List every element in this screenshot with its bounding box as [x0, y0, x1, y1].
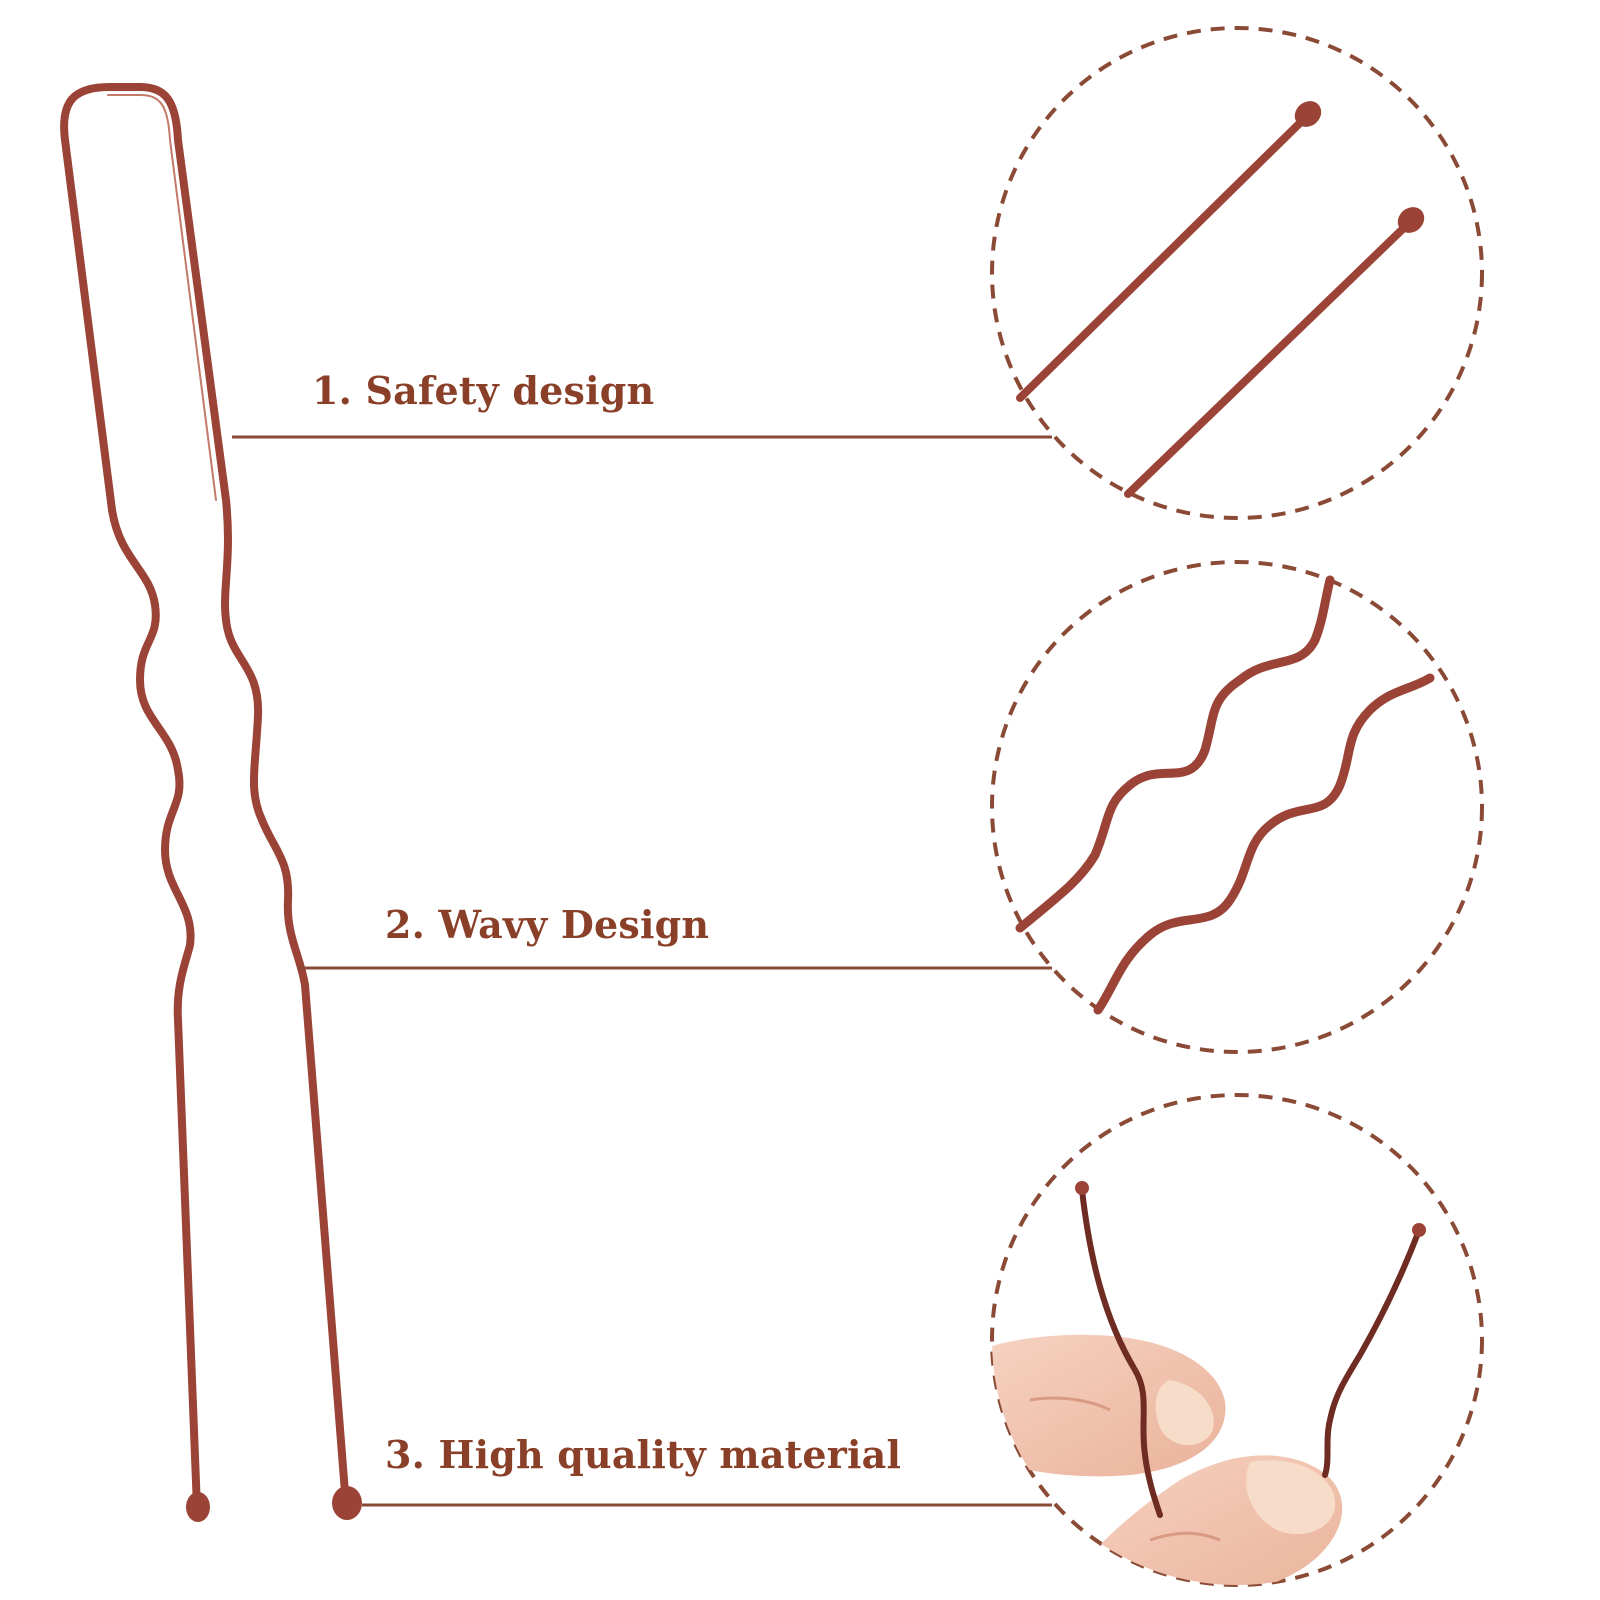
- dashed-circle-2: [990, 560, 1484, 1054]
- zoom-circle-material: [990, 1093, 1484, 1587]
- finger-lower-nail: [1246, 1460, 1336, 1535]
- feature-label-high-quality-material: 3. High quality material: [385, 1432, 902, 1477]
- zoom2-wavy-leg-b: [1093, 673, 1435, 1015]
- hairpin-highlight: [107, 94, 217, 501]
- zoom3-ball-tip-right: [1412, 1223, 1426, 1237]
- feature-label-wavy-design: 2. Wavy Design: [385, 902, 710, 947]
- zoom2-wavy-leg-a: [1015, 575, 1335, 933]
- main-hairpin-illustration: [60, 83, 362, 1522]
- dashed-circle-1: [990, 26, 1484, 520]
- zoom-circle-safety-tips: [990, 26, 1484, 520]
- zoom3-ball-tip-left: [1075, 1181, 1089, 1195]
- fingers-photo-area: [992, 1334, 1343, 1585]
- hairpin-tip-right: [332, 1486, 362, 1520]
- zoom1-ball-tip-b: [1397, 207, 1425, 233]
- finger-crease: [1029, 1396, 1111, 1412]
- finger-upper-nail: [1155, 1380, 1214, 1446]
- zoom3-pin-leg-left: [1079, 1187, 1163, 1518]
- finger-crease-2: [1149, 1531, 1221, 1542]
- zoom1-pin-leg-a: [1016, 113, 1310, 402]
- zoom-circle-wavy-legs: [990, 560, 1484, 1054]
- zoom3-pin-leg-right: [1322, 1230, 1421, 1478]
- hairpin-body: [60, 83, 350, 1512]
- feature-label-safety-design: 1. Safety design: [312, 368, 655, 413]
- hairpin-tip-left: [186, 1492, 210, 1522]
- zoom1-pin-leg-b: [1124, 219, 1413, 498]
- zoom1-ball-tip-a: [1294, 101, 1322, 127]
